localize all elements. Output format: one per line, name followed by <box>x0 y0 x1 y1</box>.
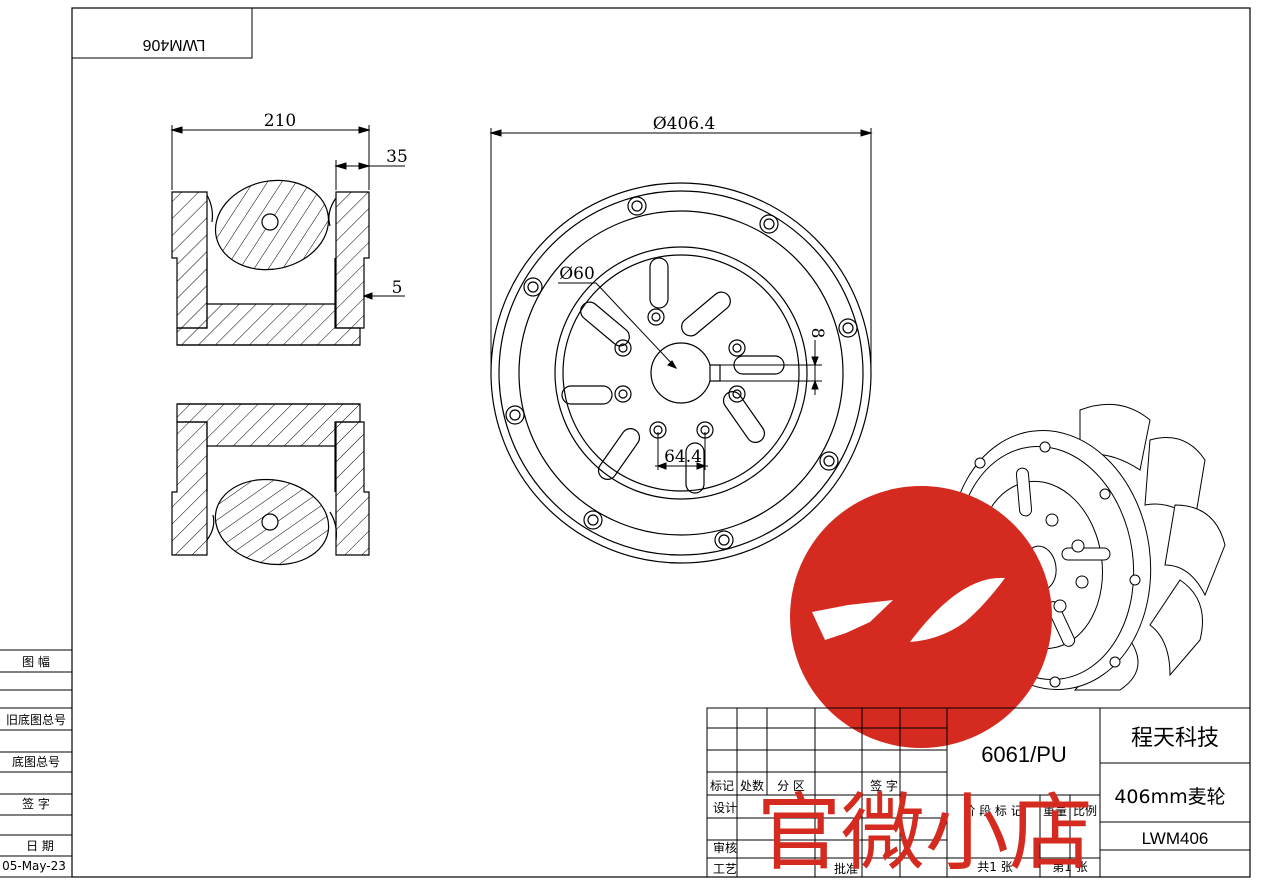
process-label: 工艺 <box>713 862 737 876</box>
header-mark: 标记 <box>710 779 734 793</box>
dimension-pcd <box>655 432 708 470</box>
dim-210-label: 210 <box>264 111 296 131</box>
design-label: 设计 <box>713 801 737 815</box>
watermark-logo <box>790 486 1052 748</box>
title-block <box>706 707 1251 878</box>
dim-5-label: 5 <box>392 278 403 298</box>
dim-406-label: Ø406.4 <box>653 114 716 134</box>
dim-key-label: 8 <box>807 328 827 339</box>
hub-slots <box>561 257 785 494</box>
left-side-table <box>0 649 72 878</box>
hub-bolts <box>614 308 746 439</box>
drawing-border <box>71 7 1251 878</box>
side-section-view <box>171 179 370 566</box>
dimension-35 <box>334 160 405 190</box>
side-frame-label: 图 幅 <box>22 654 50 669</box>
header-zone: 分 区 <box>777 779 805 793</box>
dim-bore-label: Ø60 <box>559 264 595 284</box>
side-date-label: 日 期 <box>26 839 54 853</box>
dimension-406 <box>489 128 873 370</box>
mirrored-code-text: LWM406 <box>142 36 205 53</box>
side-date-value: 05-May-23 <box>2 859 66 873</box>
dim-35-label: 35 <box>386 147 408 167</box>
watermark-text: 官微小店 <box>757 784 1093 882</box>
review-label: 审核 <box>713 840 737 855</box>
dimension-key <box>716 340 822 395</box>
total-sheets-label: 共1 张 <box>977 860 1012 874</box>
side-base-label: 底图总号 <box>12 754 60 769</box>
company-label: 程天科技 <box>1131 726 1219 751</box>
side-sign-label: 签 字 <box>22 796 50 811</box>
product-label: 406mm麦轮 <box>1114 786 1225 808</box>
sheet-no-label: 第1 张 <box>1052 860 1087 874</box>
dim-pcd-label: 64.4 <box>664 447 702 467</box>
dimension-210 <box>170 125 371 190</box>
mirrored-code-box: LWM406 <box>71 7 253 59</box>
side-old-base-label: 旧底图总号 <box>6 712 66 727</box>
scale-label: 比例 <box>1073 804 1097 818</box>
weight-label: 重量 <box>1043 804 1067 818</box>
front-view <box>490 182 872 564</box>
material-label: 6061/PU <box>981 742 1067 767</box>
dimension-5 <box>362 292 405 300</box>
dimension-bore <box>558 282 678 369</box>
header-count: 处数 <box>740 778 764 793</box>
code-label: LWM406 <box>1142 829 1209 848</box>
approve-label: 批准 <box>834 861 858 876</box>
rim-bolts <box>505 196 858 550</box>
header-sign: 签 字 <box>870 778 898 793</box>
stage-label: 阶 段 标 记 <box>963 803 1022 818</box>
